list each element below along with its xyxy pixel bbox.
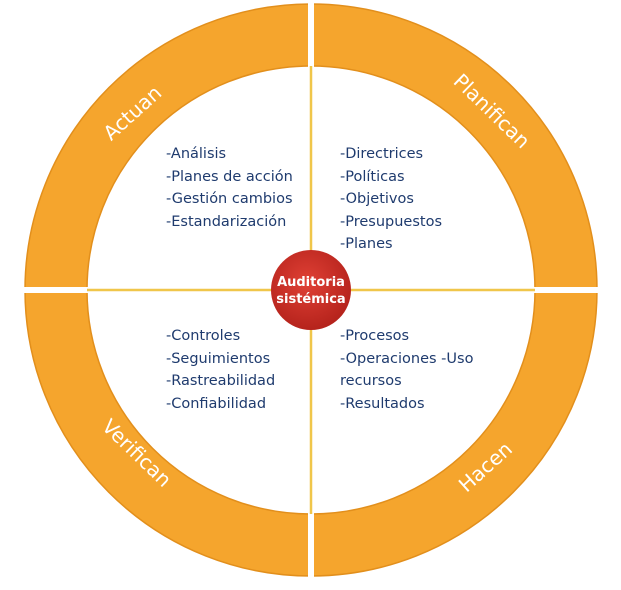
list-item: -Objetivos xyxy=(340,191,414,207)
list-item: -Rastreabilidad xyxy=(166,373,276,389)
quadrant-verifican-list: -Controles -Seguimientos -Rastreabilidad… xyxy=(166,325,275,415)
list-item: -Seguimientos xyxy=(166,350,271,367)
quadrant-planifican-list: -Directrices -Políticas -Objetivos -Pres… xyxy=(340,143,442,256)
ring-divider-top xyxy=(308,3,314,67)
list-item: -Presupuestos xyxy=(340,213,443,230)
list-item: -Estandarización xyxy=(166,213,287,230)
list-item: -Resultados xyxy=(340,395,425,412)
list-item: -Políticas xyxy=(340,168,405,185)
list-item: -Planes de acción xyxy=(166,168,293,185)
ring-divider-left xyxy=(24,287,88,293)
list-item: -Gestión cambios xyxy=(166,191,293,207)
list-item: -Análisis xyxy=(166,146,227,162)
center-circle xyxy=(271,250,351,330)
list-item: -Planes xyxy=(340,236,393,252)
list-item: -Controles xyxy=(166,328,241,344)
list-item: -Procesos xyxy=(340,328,410,344)
list-item: -Directrices xyxy=(340,146,424,162)
center-label-line1: Auditoria xyxy=(277,275,345,290)
quadrant-hacen-list: -Procesos -Operaciones -Uso recursos -Re… xyxy=(340,325,490,415)
center-label-line2: sistémica xyxy=(276,292,345,307)
ring-divider-right xyxy=(534,287,598,293)
list-item: -Operaciones -Uso recursos xyxy=(340,350,474,390)
list-item: -Confiabilidad xyxy=(166,395,267,412)
ring-divider-bottom xyxy=(308,513,314,577)
quadrant-actuan-list: -Análisis -Planes de acción -Gestión cam… xyxy=(166,143,293,233)
